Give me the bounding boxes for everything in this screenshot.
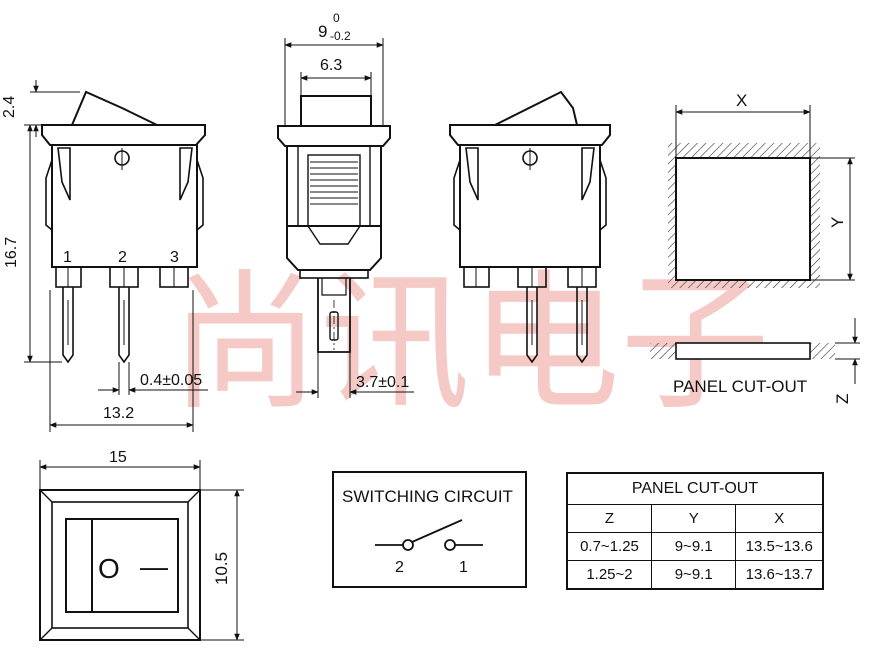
side-view-left-dims bbox=[24, 80, 208, 432]
dim-13-2-label: 13.2 bbox=[103, 405, 134, 422]
table-header-x: X bbox=[735, 504, 824, 533]
cutout-caption: PANEL CUT-OUT bbox=[673, 377, 807, 396]
circuit-pin-2-label: 2 bbox=[395, 559, 404, 576]
end-view-dims bbox=[284, 38, 414, 398]
side-view-right bbox=[449, 90, 611, 364]
dim-3-7-label: 3.7±0.1 bbox=[356, 374, 409, 391]
table-cell: 9~9.1 bbox=[650, 532, 737, 561]
table-title-row: PANEL CUT-OUT bbox=[566, 472, 824, 505]
front-view-dims bbox=[39, 460, 244, 641]
panel-cutout-table: PANEL CUT-OUT Z Y X 0.7~1.25 9~9.1 13.5~… bbox=[566, 472, 824, 590]
dim-9-label: 9 bbox=[318, 22, 327, 41]
front-view bbox=[39, 489, 201, 641]
dim-9-tol-lower: -0.2 bbox=[330, 29, 351, 43]
table-title: PANEL CUT-OUT bbox=[566, 472, 824, 505]
terminal-2-label: 2 bbox=[118, 249, 127, 266]
table-cell: 9~9.1 bbox=[650, 560, 737, 590]
terminal-3-label: 3 bbox=[170, 249, 179, 266]
cutout-x-label: X bbox=[736, 91, 747, 110]
dim-6-3-label: 6.3 bbox=[320, 57, 342, 74]
dim-9-tol-upper: 0 bbox=[333, 11, 340, 25]
cutout-z-label: Z bbox=[833, 394, 852, 404]
circuit-pin-1-label: 1 bbox=[459, 559, 468, 576]
dim-0-4-label: 0.4±0.05 bbox=[140, 372, 202, 389]
switching-circuit-box bbox=[332, 471, 527, 588]
rocker-on-symbol: O bbox=[98, 553, 120, 584]
table-row: 0.7~1.25 9~9.1 13.5~13.6 bbox=[566, 532, 824, 561]
table-cell: 13.6~13.7 bbox=[735, 560, 824, 590]
side-view-left bbox=[41, 90, 206, 364]
terminal-1-label: 1 bbox=[63, 249, 72, 266]
table-header-y: Y bbox=[650, 504, 737, 533]
cutout-y-label: Y bbox=[828, 217, 847, 228]
switching-circuit-title: SWITCHING CIRCUIT bbox=[342, 487, 513, 506]
table-cell: 0.7~1.25 bbox=[566, 532, 652, 561]
dim-15-label: 15 bbox=[109, 449, 127, 466]
table-cell: 13.5~13.6 bbox=[735, 532, 824, 561]
table-header-z: Z bbox=[566, 504, 652, 533]
table-header-row: Z Y X bbox=[566, 504, 824, 533]
dim-2-4-label: 2.4 bbox=[1, 96, 18, 118]
end-view bbox=[277, 95, 391, 353]
panel-cutout-drawing bbox=[650, 105, 860, 384]
table-row: 1.25~2 9~9.1 13.6~13.7 bbox=[566, 560, 824, 590]
dim-10-5-label: 10.5 bbox=[212, 552, 231, 585]
table-cell: 1.25~2 bbox=[566, 560, 652, 590]
dim-16-7-label: 16.7 bbox=[3, 237, 20, 268]
rocker-off-symbol: — bbox=[140, 551, 168, 582]
